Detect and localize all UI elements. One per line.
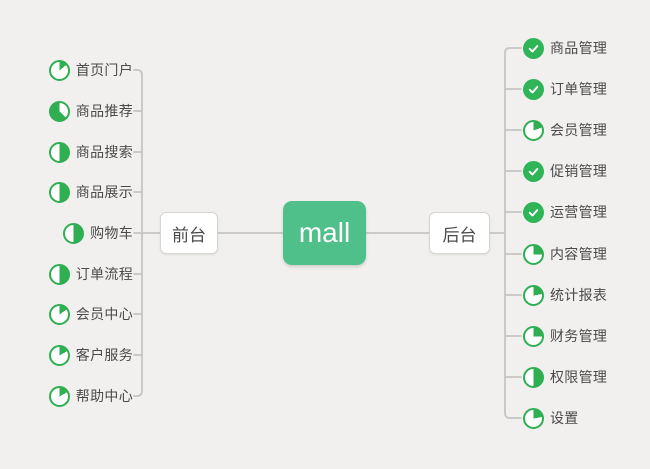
root-topic-mall[interactable]: mall bbox=[283, 201, 366, 265]
mindmap-topic[interactable]: 订单管理 bbox=[523, 76, 607, 102]
mindmap-topic[interactable]: 促销管理 bbox=[523, 158, 607, 184]
mindmap-topic[interactable]: 商品展示 bbox=[48, 179, 133, 205]
task-progress-pie-icon bbox=[48, 344, 70, 366]
mindmap-topic[interactable]: 统计报表 bbox=[523, 282, 607, 308]
topic-label: 购物车 bbox=[90, 225, 133, 241]
topic-label: 内容管理 bbox=[550, 246, 608, 262]
mindmap-topic[interactable]: 订单流程 bbox=[48, 261, 133, 287]
branch-topic-front[interactable]: 前台 bbox=[160, 212, 218, 254]
mindmap-topic[interactable]: 商品管理 bbox=[523, 35, 607, 61]
topic-label: 商品展示 bbox=[75, 184, 133, 200]
task-progress-pie-icon bbox=[523, 284, 544, 306]
topic-label: 统计报表 bbox=[550, 287, 608, 303]
root-topic-label: mall bbox=[298, 217, 351, 248]
mindmap-topic[interactable]: 财务管理 bbox=[523, 323, 607, 349]
mindmap-topic[interactable]: 设置 bbox=[523, 405, 579, 431]
task-progress-pie-icon bbox=[523, 119, 544, 141]
task-done-check-icon bbox=[523, 160, 544, 182]
topic-label: 商品推荐 bbox=[75, 103, 133, 119]
task-progress-pie-icon bbox=[48, 100, 70, 122]
mindmap-topic[interactable]: 商品推荐 bbox=[48, 98, 133, 124]
topic-label: 设置 bbox=[550, 410, 579, 426]
topic-label: 商品管理 bbox=[550, 40, 608, 56]
branch-topic-label: 前台 bbox=[172, 225, 206, 245]
task-progress-pie-icon bbox=[48, 181, 70, 203]
task-progress-pie-icon bbox=[48, 141, 70, 163]
task-progress-pie-icon bbox=[63, 222, 85, 244]
task-progress-pie-icon bbox=[48, 59, 70, 81]
mindmap-topic[interactable]: 商品搜索 bbox=[48, 139, 133, 165]
topic-label: 权限管理 bbox=[550, 369, 608, 385]
topic-label: 会员中心 bbox=[75, 306, 133, 322]
task-progress-pie-icon bbox=[523, 407, 544, 429]
branch-topic-back[interactable]: 后台 bbox=[429, 212, 490, 254]
mindmap-topic[interactable]: 权限管理 bbox=[523, 364, 607, 390]
task-done-check-icon bbox=[523, 78, 544, 100]
task-progress-pie-icon bbox=[48, 385, 70, 407]
topic-label: 订单流程 bbox=[75, 266, 133, 282]
mindmap-topic[interactable]: 购物车 bbox=[63, 220, 133, 246]
mindmap-topic[interactable]: 运营管理 bbox=[523, 199, 607, 225]
task-done-check-icon bbox=[523, 37, 544, 59]
task-progress-pie-icon bbox=[523, 366, 544, 388]
mindmap-topic[interactable]: 首页门户 bbox=[48, 57, 133, 83]
mindmap-topic[interactable]: 会员中心 bbox=[48, 301, 133, 327]
topic-label: 会员管理 bbox=[550, 122, 608, 138]
mindmap-topic[interactable]: 客户服务 bbox=[48, 342, 133, 368]
mindmap-topic[interactable]: 帮助中心 bbox=[48, 383, 133, 409]
task-progress-pie-icon bbox=[523, 325, 544, 347]
topic-label: 财务管理 bbox=[550, 328, 608, 344]
mindmap-topic[interactable]: 会员管理 bbox=[523, 117, 607, 143]
task-done-check-icon bbox=[523, 201, 544, 223]
mindmap-topic[interactable]: 内容管理 bbox=[523, 241, 607, 267]
topic-label: 帮助中心 bbox=[75, 388, 133, 404]
topic-label: 订单管理 bbox=[550, 81, 608, 97]
task-progress-pie-icon bbox=[48, 303, 70, 325]
task-progress-pie-icon bbox=[48, 263, 70, 285]
topic-label: 运营管理 bbox=[550, 204, 608, 220]
branch-topic-label: 后台 bbox=[442, 225, 477, 245]
topic-label: 客户服务 bbox=[75, 347, 133, 363]
topic-label: 促销管理 bbox=[550, 163, 608, 179]
task-progress-pie-icon bbox=[523, 243, 544, 265]
topic-label: 首页门户 bbox=[75, 62, 133, 78]
topic-label: 商品搜索 bbox=[75, 144, 133, 160]
